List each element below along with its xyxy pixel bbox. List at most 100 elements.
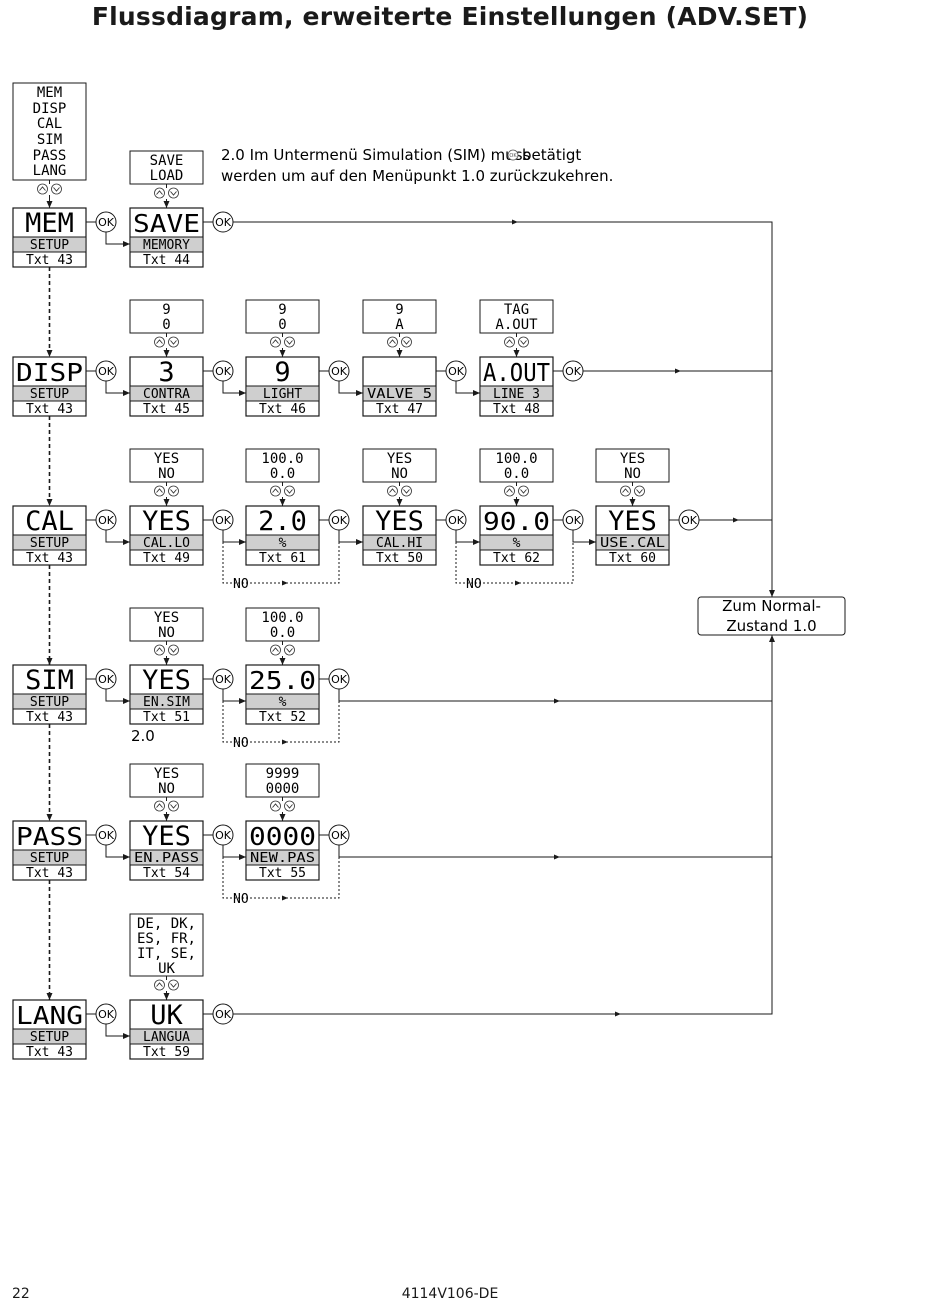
connector-line [105, 1024, 130, 1039]
node-sub-label: LINE 3 [493, 387, 540, 402]
up-down-arrows-icon [620, 485, 645, 497]
option-value: DE, DK, [137, 916, 196, 932]
display-node-hi_val: 90.0%Txt 62 [479, 505, 554, 566]
node-main-value: YES [142, 821, 191, 852]
ok-button-icon: OK [562, 509, 584, 531]
svg-text:OK: OK [98, 216, 115, 229]
option-value: 9 [395, 302, 403, 318]
options-box-hi_val: 100.00.0 [479, 448, 554, 483]
node-main-value: YES [608, 506, 657, 537]
option-value: NO [158, 466, 175, 482]
ok-button-icon: OK [678, 509, 700, 531]
node-main-value: 2.0 [258, 506, 307, 537]
node-sub-label: NEW.PAS [250, 851, 315, 866]
node-sub-label: CAL.HI [376, 536, 423, 551]
node-txt-id: Txt 43 [26, 1045, 73, 1060]
no-label: NO [233, 892, 249, 907]
flow-arrow [282, 580, 288, 586]
node-main-value: 3 [158, 357, 174, 388]
menu-list-item: CAL [37, 116, 62, 132]
node-sub-label: VALVE 5 [367, 387, 432, 402]
option-value: SAVE [150, 153, 184, 169]
option-value: LOAD [150, 168, 184, 184]
node-txt-id: Txt 43 [26, 866, 73, 881]
node-sub-label: USE.CAL [600, 536, 665, 551]
up-down-arrows-icon [504, 336, 529, 348]
node-main-value: PASS [16, 822, 83, 851]
node-txt-id: Txt 44 [143, 253, 190, 268]
option-value: 0.0 [270, 625, 295, 641]
connector-line [233, 221, 775, 597]
node-sub-label: MEMORY [143, 238, 190, 253]
sim-reference-label: 2.0 [131, 727, 155, 745]
up-down-arrows-icon [387, 336, 412, 348]
option-value: 9 [278, 302, 286, 318]
menu-list-item: DISP [33, 101, 67, 117]
node-txt-id: Txt 49 [143, 551, 190, 566]
ok-button-icon: OK [212, 360, 234, 382]
up-down-arrows-icon [270, 800, 295, 812]
no-label: NO [466, 577, 482, 592]
note-line-1-tail: betätigt [522, 146, 581, 164]
node-sub-label: CONTRA [143, 387, 190, 402]
node-main-value: LANG [16, 1001, 83, 1030]
up-down-arrows-icon [270, 336, 295, 348]
option-value: 100.0 [261, 451, 303, 467]
note-line-1: 2.0 Im Untermenü Simulation (SIM) muss [221, 146, 531, 164]
svg-text:OK: OK [98, 514, 115, 527]
node-sub-label: EN.PASS [134, 851, 199, 866]
connector-line [222, 381, 246, 396]
node-sub-label: LANGUA [143, 1030, 190, 1045]
ok-inline-icon: OK [507, 149, 519, 161]
svg-text:OK: OK [448, 514, 465, 527]
options-box-langua: DE, DK,ES, FR,IT, SE,UK [129, 913, 204, 977]
note-line-1-text: 2.0 Im Untermenü Simulation (SIM) muss [221, 146, 531, 164]
ok-button-icon: OK [95, 1003, 117, 1025]
connector-line [455, 381, 480, 396]
node-txt-id: Txt 59 [143, 1045, 190, 1060]
ok-button-icon: OK [328, 824, 350, 846]
node-txt-id: Txt 51 [143, 710, 190, 725]
svg-text:OK: OK [331, 365, 348, 378]
svg-text:OK: OK [565, 514, 582, 527]
flow-arrow [554, 698, 560, 704]
node-sub-label: SETUP [30, 536, 69, 551]
svg-text:OK: OK [215, 216, 232, 229]
connector-line [338, 381, 363, 396]
ok-button-icon: OK [328, 509, 350, 531]
no-bypass-line [455, 542, 574, 584]
connector-line [105, 845, 130, 860]
node-sub-label: % [279, 695, 287, 710]
node-sub-label: SETUP [30, 851, 69, 866]
node-main-value: DISP [16, 358, 83, 387]
connector-line [105, 381, 130, 396]
option-value: NO [158, 781, 175, 797]
connector-line [105, 689, 130, 704]
option-value: 0.0 [504, 466, 529, 482]
ok-button-icon: OK [328, 668, 350, 690]
menu-list-item: PASS [33, 148, 67, 164]
node-txt-id: Txt 47 [376, 402, 423, 417]
node-sub-label: SETUP [30, 387, 69, 402]
normal-state-box: Zum Normal- Zustand 1.0 [697, 596, 846, 636]
option-value: 0.0 [270, 466, 295, 482]
node-txt-id: Txt 48 [493, 402, 540, 417]
svg-text:OK: OK [98, 1008, 115, 1021]
node-main-value: MEM [25, 208, 74, 239]
node-main-value: UK [150, 1000, 183, 1031]
no-bypass-line [222, 701, 340, 743]
menu-list-item: LANG [33, 163, 67, 179]
document-id: 4114V106-DE [401, 1286, 499, 1302]
node-sub-label: SETUP [30, 695, 69, 710]
node-main-value: SIM [25, 665, 74, 696]
